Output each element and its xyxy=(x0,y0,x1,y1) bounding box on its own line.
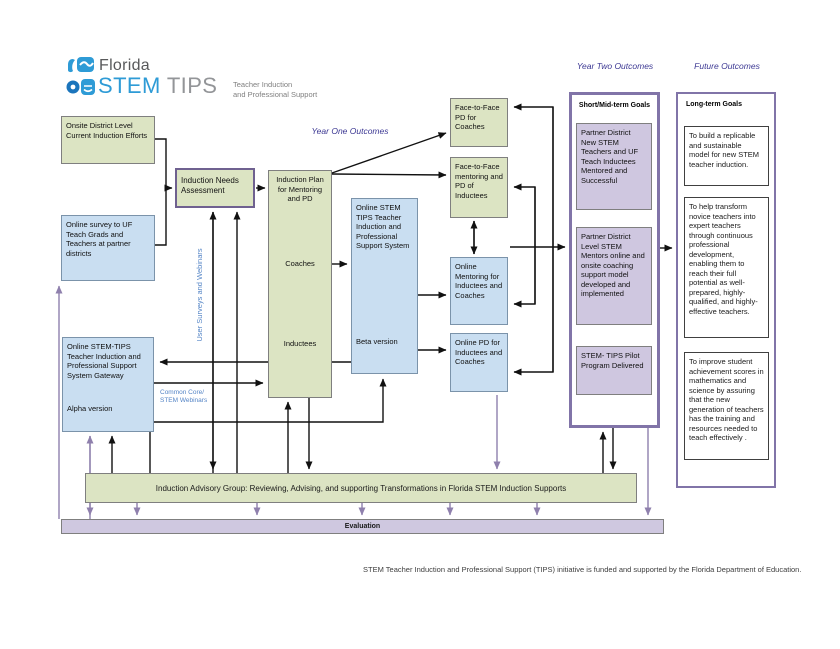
online-pd-box: Online PD for Inductees and Coaches xyxy=(450,333,508,392)
short-mid-goals-title: Short/Mid-term Goals xyxy=(578,102,651,109)
coaches-label: Coaches xyxy=(285,259,315,268)
beta-system-box: Online STEM TIPS Teacher Induction and P… xyxy=(351,198,418,374)
f2f-mentoring-inductees-box: Face-to-Face mentoring and PD of Inducte… xyxy=(450,157,508,218)
f2f-pd-coaches-box: Face-to-Face PD for Coaches xyxy=(450,98,508,147)
logo-brand-text: STEM TIPS xyxy=(98,73,217,99)
online-survey-box: Online survey to UF Teach Grads and Teac… xyxy=(61,215,155,281)
online-mentoring-box: Online Mentoring for Inductees and Coach… xyxy=(450,257,508,325)
stem-tips-logo-icon xyxy=(66,57,95,95)
induction-plan-title: Induction Plan for Mentoring and PD xyxy=(276,175,324,204)
partner-district-mentors-goal: Partner District Level STEM Mentors onli… xyxy=(576,227,652,325)
onsite-efforts-box: Onsite District Level Current Induction … xyxy=(61,116,155,164)
advisory-group-bar: Induction Advisory Group: Reviewing, Adv… xyxy=(85,473,637,503)
year-one-outcomes-header: Year One Outcomes xyxy=(311,126,389,136)
partner-district-teachers-goal: Partner District New STEM Teachers and U… xyxy=(576,123,652,210)
alpha-version-label: Alpha version xyxy=(67,404,113,413)
beta-system-text: Online STEM TIPS Teacher Induction and P… xyxy=(356,203,410,251)
transform-teachers-goal: To help transform novice teachers into e… xyxy=(684,197,769,338)
logo-tagline-line1: Teacher Induction xyxy=(233,80,293,89)
needs-assessment-box: Induction Needs Assessment xyxy=(175,168,255,208)
logo-brand-tips: TIPS xyxy=(166,73,218,98)
logo-brand-stem: STEM xyxy=(98,73,161,98)
replicable-model-goal: To build a replicable and sustainable mo… xyxy=(684,126,769,186)
logo-tagline-line2: and Professional Support xyxy=(233,89,318,99)
gateway-text: Online STEM-TIPS Teacher Induction and P… xyxy=(67,342,141,380)
future-outcomes-header: Future Outcomes xyxy=(694,61,760,71)
long-term-goals-title: Long-term Goals xyxy=(686,101,743,108)
user-surveys-label: User Surveys and Webinars xyxy=(195,248,204,342)
year-two-outcomes-header: Year Two Outcomes xyxy=(576,61,654,71)
gateway-box: Online STEM-TIPS Teacher Induction and P… xyxy=(62,337,154,432)
student-achievement-goal: To improve student achievement scores in… xyxy=(684,352,769,460)
logo-region-text: Florida xyxy=(99,57,151,74)
footer-note: STEM Teacher Induction and Professional … xyxy=(363,565,802,574)
evaluation-bar: Evaluation xyxy=(61,519,664,534)
induction-plan-box: Induction Plan for Mentoring and PD Coac… xyxy=(268,170,332,398)
beta-version-label: Beta version xyxy=(356,337,398,346)
common-core-label: Common Core/ STEM Webinars xyxy=(160,389,208,405)
logo-tagline: Teacher Induction and Professional Suppo… xyxy=(233,80,317,100)
inductees-label: Inductees xyxy=(283,339,317,348)
pilot-program-goal: STEM- TIPS Pilot Program Delivered xyxy=(576,346,652,395)
